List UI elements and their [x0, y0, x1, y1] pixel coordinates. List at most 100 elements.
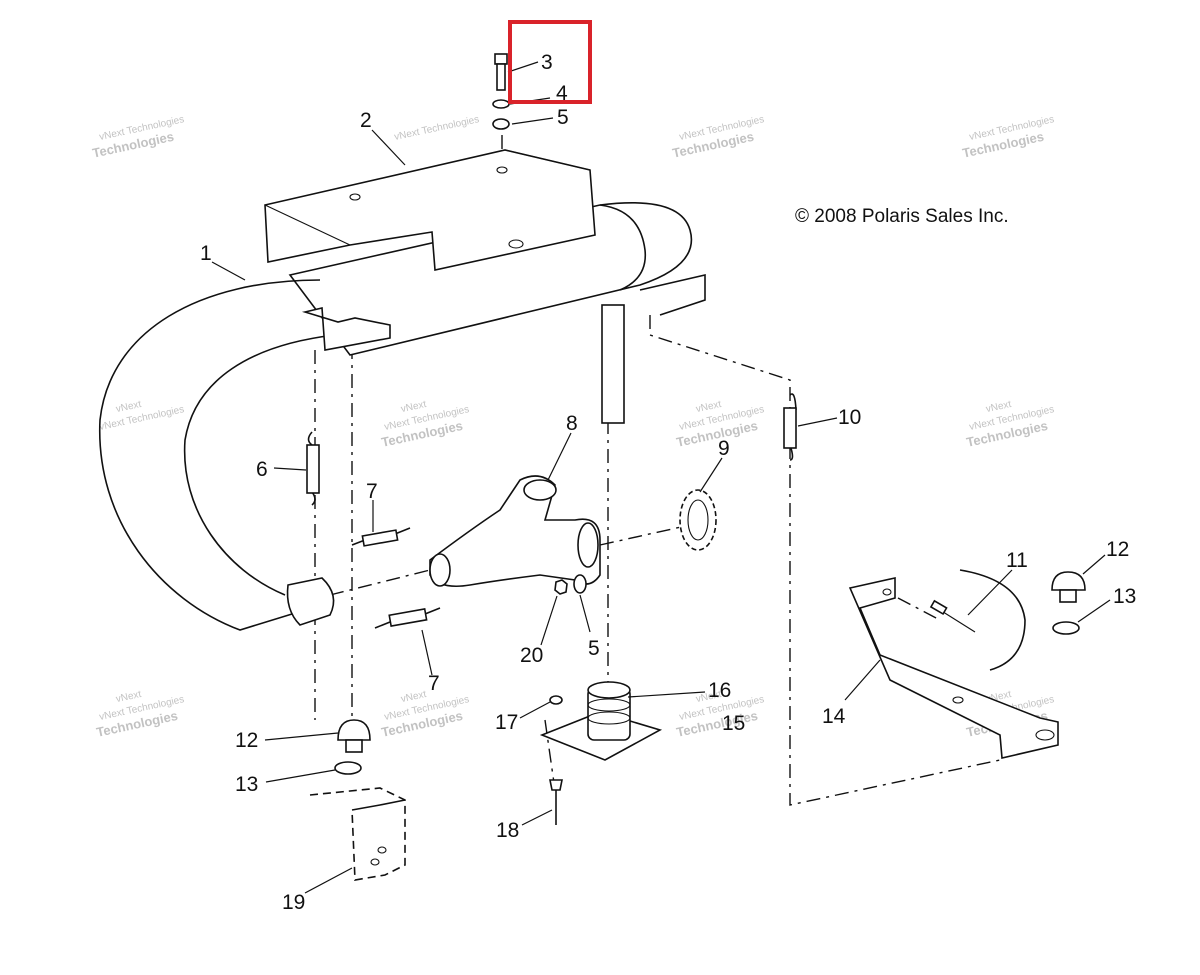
part-label-13-right: 13: [1113, 585, 1136, 608]
grommet-top: [587, 681, 631, 699]
bracket-slot: [1035, 729, 1055, 741]
leader-line: [511, 117, 554, 125]
spring-coil: [306, 444, 320, 494]
part-labels: 1 2 3 4 5 6 7 8 9 10 11 12 13 14 20 5 7 …: [200, 51, 1136, 914]
bracket-hole: [377, 846, 387, 854]
part-label-9: 9: [718, 437, 730, 460]
part-label-16: 16: [708, 679, 731, 702]
gasket-inner: [687, 499, 709, 541]
tail-pipe: [601, 304, 625, 424]
bracket-part-19: [309, 787, 406, 881]
part-label-8: 8: [566, 412, 578, 435]
spring-hook: [374, 607, 441, 629]
watermark: vNext Technologies Technologies: [961, 114, 1055, 160]
watermark-text: vNext Technologies: [393, 114, 480, 143]
grommet-ridge: [587, 698, 631, 712]
screw-head: [494, 53, 508, 65]
part-label-14: 14: [822, 705, 846, 728]
watermark: vNext Technologies Technologies: [91, 114, 185, 160]
head-pipe-outer: [99, 279, 321, 631]
bracket-edge: [351, 799, 406, 811]
manifold-flange: [523, 479, 557, 501]
watermark-text: vNext: [115, 689, 143, 705]
part-label-7: 7: [366, 480, 378, 503]
leader-line: [627, 691, 706, 698]
watermark-text: vNext: [115, 399, 143, 415]
part-label-2: 2: [360, 109, 372, 132]
leader-line: [304, 867, 353, 894]
grommet-assembly: [539, 681, 663, 825]
watermark-text: vNext: [985, 399, 1013, 415]
watermark-text: vNext: [400, 399, 428, 415]
nut-part-20: [554, 579, 568, 595]
leader-line: [211, 261, 246, 281]
part-label-12-right: 12: [1106, 538, 1129, 561]
spring-part-7-upper: [351, 527, 411, 547]
part-label-7-lower: 7: [428, 672, 440, 695]
leader-line: [264, 732, 339, 741]
bracket-hole: [882, 588, 892, 596]
leader-line: [540, 595, 558, 646]
leader-line: [265, 769, 336, 783]
part-label-6: 6: [256, 458, 268, 481]
bracket-outline: [309, 787, 406, 881]
gasket: [679, 489, 717, 551]
screw-shank: [496, 63, 506, 91]
leader-line: [273, 467, 307, 471]
part-label-20: 20: [520, 644, 543, 667]
nut-part-17: [549, 695, 563, 705]
leader-line: [579, 594, 591, 633]
copyright-text: © 2008 Polaris Sales Inc.: [795, 206, 1009, 227]
washer-part-13-left: [334, 761, 362, 775]
bracket-hole: [952, 696, 964, 704]
leader-line: [519, 701, 551, 719]
muffler-body: [288, 202, 693, 356]
gasket-part-9: [679, 489, 717, 551]
part-label-11: 11: [1006, 549, 1028, 572]
spring-part-6: [306, 431, 320, 506]
part-label-4: 4: [556, 82, 568, 105]
heat-shield-hole: [508, 239, 524, 249]
heat-shield-part-2: [264, 149, 596, 271]
probe-body: [929, 599, 948, 616]
assembly-lines: [314, 135, 1001, 806]
manifold-flange: [577, 522, 599, 568]
leader-line: [521, 809, 553, 826]
heat-shield-hole: [496, 166, 508, 174]
leader-lines: [211, 61, 1111, 894]
watermark: vNext vNext Technologies Technologies: [380, 689, 470, 740]
grommet-cap: [337, 719, 371, 741]
heat-shield-right: [959, 569, 1026, 671]
spring-part-7-lower: [374, 607, 441, 629]
bracket-14-plate: [848, 577, 1059, 759]
watermark-text: vNext: [400, 689, 428, 705]
manifold-body: [429, 475, 601, 588]
watermark: vNext vNext Technologies Technologies: [95, 689, 185, 740]
probe-part-11: [939, 609, 976, 633]
leader-line: [699, 457, 723, 493]
leader-line: [371, 129, 406, 166]
assembly-line: [544, 719, 556, 791]
bracket-part-14: [848, 569, 1059, 759]
part-label-19: 19: [282, 891, 305, 914]
muffler-end-cap: [599, 204, 647, 291]
watermark: vNext vNext Technologies: [98, 399, 185, 433]
muffler-front-bracket: [301, 307, 391, 351]
assembly-line: [897, 597, 941, 621]
watermark: vNext vNext Technologies Technologies: [675, 689, 765, 740]
assembly-line: [329, 569, 431, 596]
watermark-text: vNext: [695, 689, 723, 705]
watermark-text: vNext: [695, 399, 723, 415]
washer-part-5-lower: [573, 574, 587, 594]
leader-line: [547, 432, 572, 481]
watermark: vNext Technologies Technologies: [671, 114, 765, 160]
bracket-hole: [370, 858, 380, 866]
manifold-outlet: [429, 553, 451, 587]
muffler-bracket: [639, 273, 706, 316]
manifold-part-8: [429, 475, 601, 588]
leader-line: [967, 569, 1013, 616]
leader-line: [421, 629, 433, 676]
part-label-15: 15: [722, 712, 745, 735]
part-label-5-lower: 5: [588, 637, 600, 660]
